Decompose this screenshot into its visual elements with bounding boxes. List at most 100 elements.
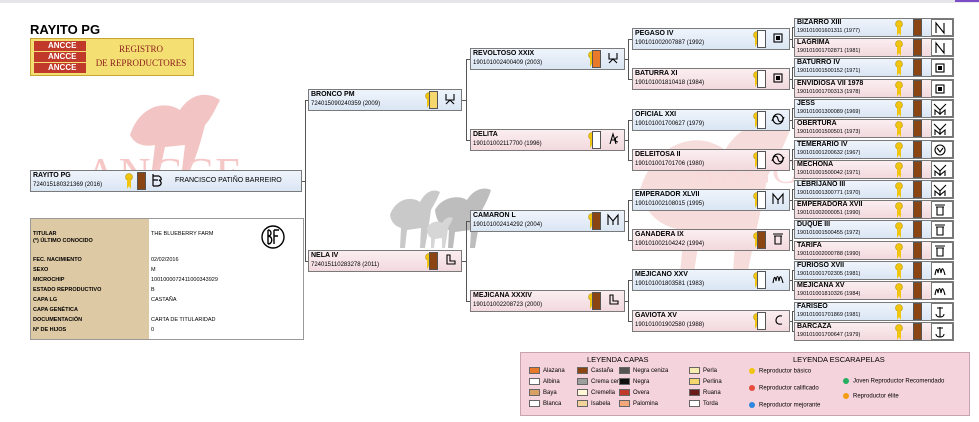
pedigree-box-gen4-8[interactable]: MECHONA 190101001500042 (1971) [794, 160, 954, 179]
pedigree-box-gen4-7[interactable]: TEMERARIO IV 190101001200632 (1967) [794, 140, 954, 159]
pedigree-box-gen2-4[interactable]: MEJICANA XXXIV 190101002208723 (2000) [470, 290, 625, 312]
subject-reg: 724015180321369 (2016) [33, 182, 103, 188]
subject-horse-box[interactable]: RAYITO PG 724015180321369 (2016) FRANCIS… [30, 170, 302, 192]
horse-name: DELEITOSA II [635, 151, 681, 158]
rosette-basic-icon [895, 142, 903, 158]
pedigree-box-gen1-1[interactable]: BRONCO PM 724015090240359 (2009) [308, 89, 462, 111]
connector-line [628, 120, 632, 121]
connector-line [462, 100, 466, 101]
pedigree-box-gen4-12[interactable]: TARIFA 190101002000788 (1990) [794, 241, 954, 260]
legend-capa-label: Torda [703, 401, 719, 408]
info-value-6: B [151, 287, 155, 293]
coat-color-albina [757, 151, 766, 169]
connector-line [628, 39, 629, 79]
connector-line [792, 290, 794, 291]
center-horses-icon [390, 188, 491, 248]
pedigree-box-gen3-7[interactable]: MEJICANO XXV 190101001803581 (1983) [632, 269, 790, 291]
pedigree-box-gen4-2[interactable]: LAGRIMA 190101001702871 (1981) [794, 38, 954, 57]
horse-name: CAMARON L [473, 212, 516, 219]
rosette-basic-icon [895, 20, 903, 36]
horse-reg: 190101001300089 (1969) [797, 109, 861, 115]
horse-reg: 190101001500501 (1973) [797, 129, 861, 135]
info-label-10: Nº DE HIJOS [33, 327, 67, 333]
horse-reg: 190101002007887 (1992) [635, 40, 705, 46]
pedigree-box-gen4-5[interactable]: JESS 190101001300089 (1969) [794, 99, 954, 118]
pedigree-box-gen3-2[interactable]: BATURRA XI 190101001810418 (1984) [632, 68, 790, 90]
connector-line [628, 79, 632, 80]
connector-line [792, 229, 794, 230]
pedigree-box-gen4-14[interactable]: MEJICANA XV 190101001810326 (1984) [794, 281, 954, 300]
connector-line [628, 280, 629, 321]
info-value-9: CARTA DE TITULARIDAD [151, 317, 216, 323]
pedigree-box-gen1-2[interactable]: NELA IV 724015110283278 (2011) [308, 250, 462, 272]
connector-line [792, 149, 794, 150]
horse-name: BATURRO IV [797, 59, 841, 66]
horse-reg: 190101002400409 (2003) [473, 60, 543, 66]
hook-brand-icon [605, 50, 623, 68]
connector-line [628, 321, 632, 322]
pedigree-box-gen4-1[interactable]: BIZARRO XIII 190101001601311 (1977) [794, 18, 954, 37]
legend-swatch [529, 389, 540, 396]
horse-reg: 190101001902580 (1988) [635, 322, 705, 328]
s-brand-icon [770, 151, 788, 169]
horse-name: PEGASO IV [635, 30, 674, 37]
pedigree-box-gen3-8[interactable]: GAVIOTA XV 190101001902580 (1988) [632, 310, 790, 332]
rosette-basic-icon [895, 222, 903, 238]
n-brand-icon [931, 39, 953, 56]
horse-reg: 190101002414292 (2004) [473, 222, 543, 228]
rosette-basic-icon [895, 304, 903, 320]
info-value-7: CASTAÑA [151, 297, 177, 303]
pedigree-box-gen2-1[interactable]: REVOLTOSO XXIX 190101002400409 (2003) [470, 48, 625, 70]
connector-line [792, 270, 793, 290]
pedigree-box-gen4-6[interactable]: OBERTURA 190101001500501 (1973) [794, 119, 954, 138]
legend-capa-11: Overa [619, 389, 649, 396]
pedigree-box-gen3-3[interactable]: OFICIAL XXI 190101001700627 (1979) [632, 109, 790, 131]
pedigree-box-gen4-13[interactable]: FURIOSO XVII 190101001702305 (1981) [794, 261, 954, 280]
pedigree-box-gen3-4[interactable]: DELEITOSA II 190101001701706 (1980) [632, 149, 790, 171]
watermark-horse-icon [130, 94, 220, 170]
connector-line [790, 39, 792, 40]
legend-capa-6: Crema ceniza [577, 378, 628, 385]
connector-line [790, 321, 792, 322]
connector-line [466, 221, 470, 222]
pedigree-box-gen4-15[interactable]: FARISEO 190101001701869 (1981) [794, 302, 954, 321]
rosette-icon [843, 393, 849, 399]
connector-line [466, 221, 467, 301]
horse-name: EMPERADORA XVII [797, 201, 863, 208]
pedigree-box-gen3-5[interactable]: EMPERADOR XLVII 190101002108015 (1995) [632, 189, 790, 211]
legend-capa-4: Perla [689, 367, 717, 374]
horse-reg: 190101001701869 (1981) [797, 312, 861, 318]
horse-reg: 190101001500455 (1972) [797, 230, 861, 236]
pedigree-box-gen4-11[interactable]: DUQUE III 190101001500455 (1972) [794, 220, 954, 239]
pedigree-box-gen4-4[interactable]: ENVIDIOSA VII 1978 190101001700313 (1978… [794, 79, 954, 98]
pedigree-box-gen3-6[interactable]: GANADERA IX 190101002104242 (1994) [632, 229, 790, 251]
pedigree-box-gen2-3[interactable]: CAMARON L 190101002414292 (2004) [470, 210, 625, 232]
top-bar [0, 0, 979, 3]
legend-capa-9: Baya [529, 389, 557, 396]
coat-color-perlina [429, 91, 438, 109]
anchor-brand-icon [931, 323, 953, 340]
ancce-registry-logo[interactable]: ANCCE ANCCE ANCCE REGISTRO DE REPRODUCTO… [30, 38, 194, 76]
pedigree-box-gen3-1[interactable]: PEGASO IV 190101002007887 (1992) [632, 28, 790, 50]
rosette-basic-icon [895, 40, 903, 56]
n-brand-icon [931, 19, 953, 36]
horse-name: LEBRIJANO III [797, 181, 846, 188]
pedigree-box-gen4-10[interactable]: EMPERADORA XVII 190101002000051 (1990) [794, 200, 954, 219]
legend-capa-5: Albina [529, 378, 560, 385]
legend-capa-13: Blanca [529, 400, 561, 407]
rosette-basic-icon [895, 243, 903, 259]
pedigree-box-gen2-2[interactable]: DELITA 190101002117700 (1996) [470, 129, 625, 151]
connector-line [790, 79, 792, 80]
pedigree-box-gen4-9[interactable]: LEBRIJANO III 190101001300771 (1970) [794, 180, 954, 199]
horse-reg: 190101001500152 (1971) [797, 68, 861, 74]
rosette-basic-icon [895, 324, 903, 340]
legend-escarapela-label: Reproductor calificado [759, 385, 819, 392]
horse-name: DUQUE III [797, 221, 831, 228]
rosette-basic-icon [895, 81, 903, 97]
connector-line [305, 100, 308, 101]
legend-capa-label: Albina [543, 379, 560, 386]
horse-name: ENVIDIOSA VII 1978 [797, 80, 864, 87]
connector-line [792, 189, 794, 190]
pedigree-box-gen4-16[interactable]: BARCAZA 190101001700647 (1979) [794, 322, 954, 341]
pedigree-box-gen4-3[interactable]: BATURRO IV 190101001500152 (1971) [794, 58, 954, 77]
